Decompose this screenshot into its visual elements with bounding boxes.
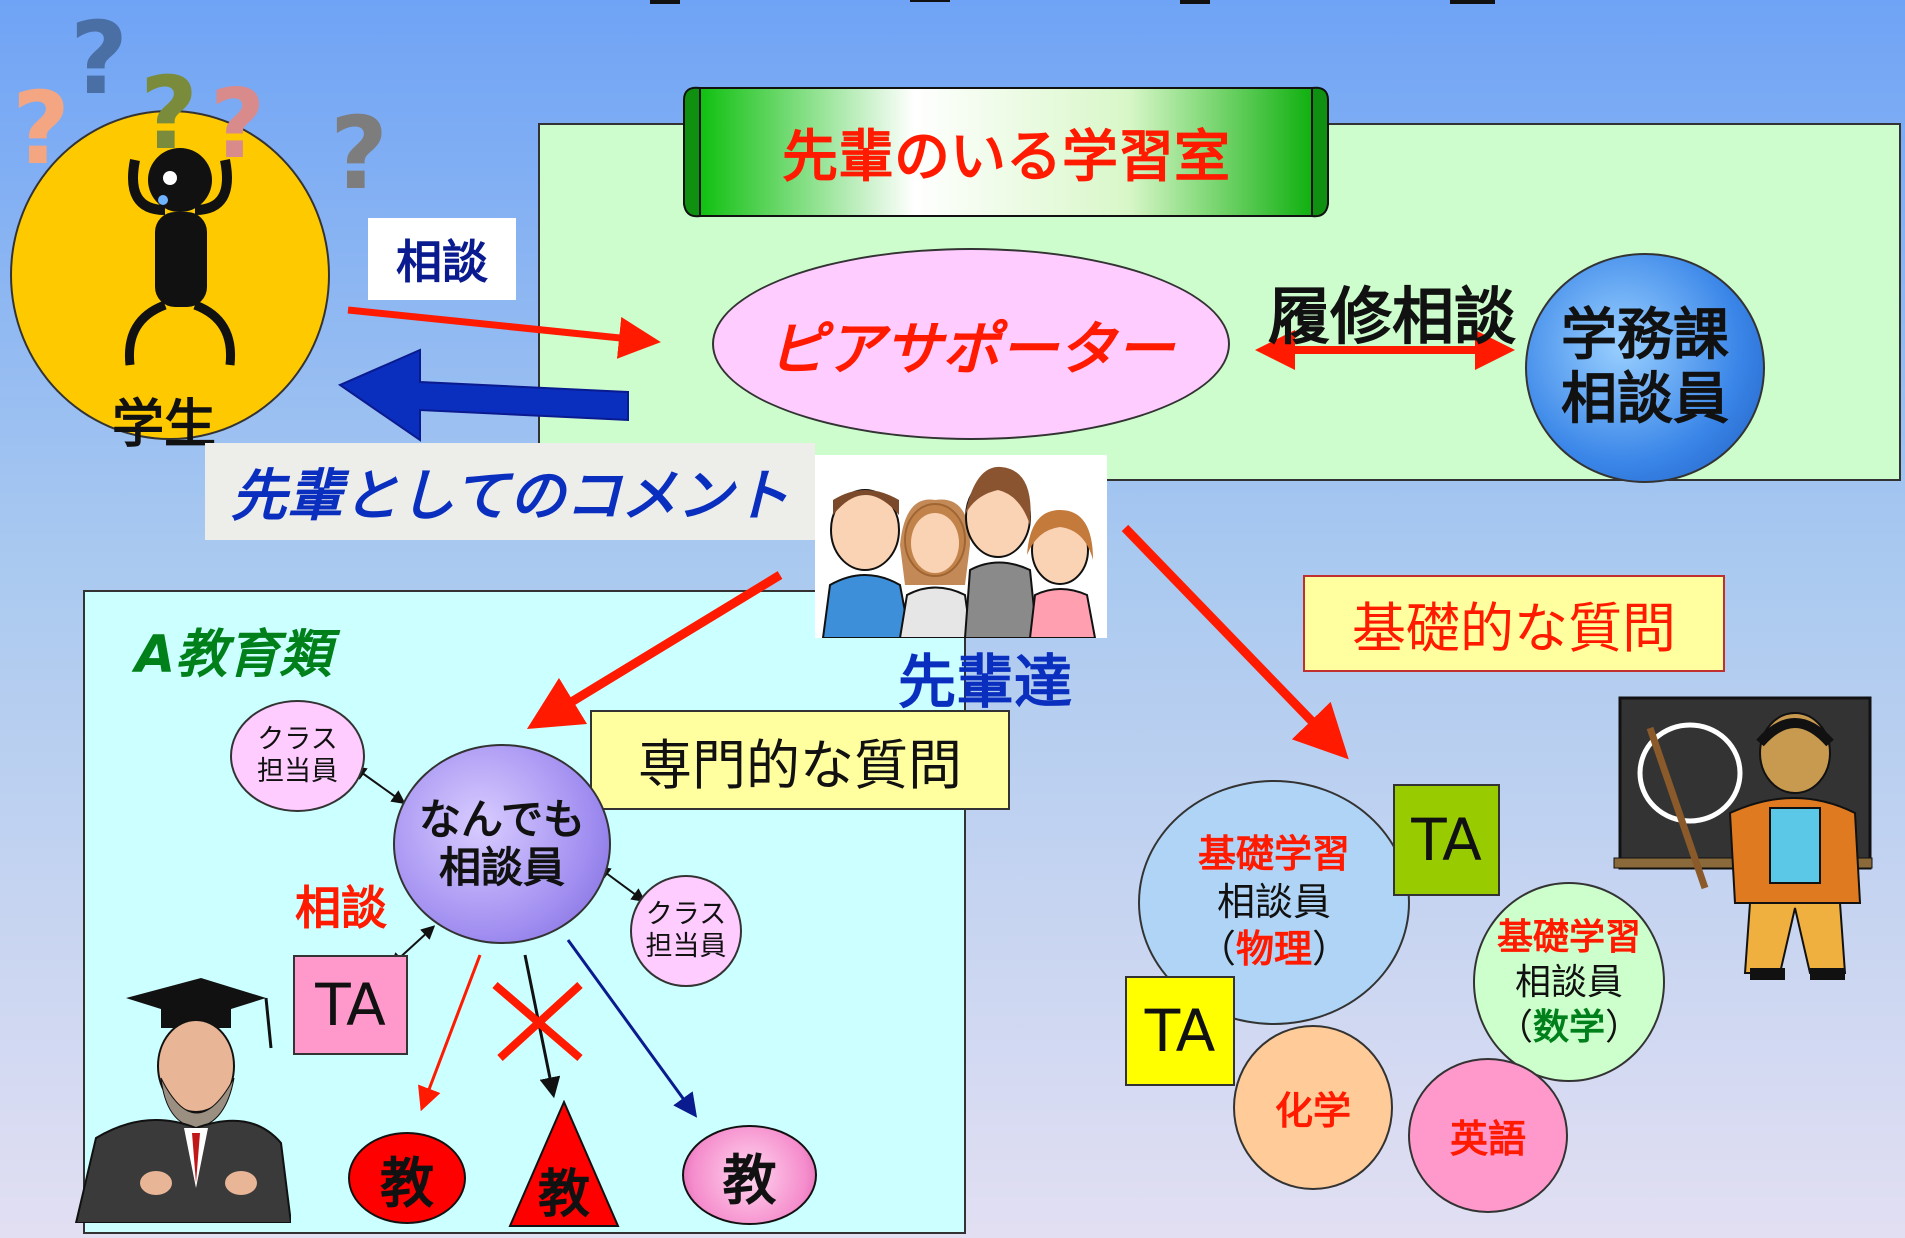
specialized-question-label: 専門的な質問 [590,710,1010,810]
education-consult-label: 相談 [295,881,387,935]
physics-open-paren: （ [1197,927,1236,972]
class-teacher-2-line2: 担当員 [645,931,727,962]
affairs-counselor-line2: 相談員 [1561,367,1729,432]
peer-supporter-label: ピアサポーター [767,315,1174,383]
anything-counselor-line1: なんでも [419,794,585,844]
class-teacher-1-line2: 担当員 [257,756,338,787]
basic-question-label: 基礎的な質問 [1303,575,1725,672]
teacher-red-triangle: 教 [508,1100,620,1228]
physics-line1: 基礎学習 [1197,832,1350,877]
teacher-triangle-label: 教 [537,1164,590,1225]
teacher-red-ellipse: 教 [348,1132,466,1224]
anything-counselor-line2: 相談員 [438,843,565,892]
physics-close-paren: ） [1312,927,1351,972]
study-room-banner: 先輩のいる学習室 [682,80,1330,220]
seniors-illustration-icon [815,455,1107,638]
consult-label: 相談 [368,218,516,300]
math-close-paren: ） [1605,1006,1642,1048]
math-open-paren: （ [1496,1006,1533,1048]
class-teacher-2-line1: クラス [645,898,727,930]
chemistry-sphere: 化学 [1233,1025,1393,1190]
professor-illustration-icon [74,978,291,1223]
affairs-counselor-line1: 学務課 [1561,302,1729,368]
anything-counselor-sphere: なんでも 相談員 [393,744,611,944]
education-group-title: A教育類 [135,625,332,685]
affairs-counselor-sphere: 学務課 相談員 [1525,253,1765,483]
math-line1: 基礎学習 [1496,916,1641,958]
physics-subject: 物理 [1235,927,1312,972]
math-subject: 数学 [1532,1006,1605,1048]
peer-supporter-ellipse: ピアサポーター [712,248,1230,440]
title-remnant [390,0,1540,10]
class-teacher-bubble-1: クラス 担当員 [230,700,365,812]
teacher-blackboard-icon [1613,696,1873,980]
english-sphere: 英語 [1408,1058,1568,1213]
education-ta-badge: TA [293,955,408,1055]
teacher-pink-ellipse: 教 [682,1125,817,1225]
math-counselor-sphere: 基礎学習 相談員 （数学） [1473,882,1665,1082]
ta-yellow-badge: TA [1125,976,1235,1086]
class-teacher-1-line1: クラス [257,723,338,755]
student-label: 学生 [112,395,217,455]
study-room-title: 先輩のいる学習室 [782,124,1230,190]
class-teacher-bubble-2: クラス 担当員 [630,875,742,987]
math-line2: 相談員 [1514,961,1623,1003]
worried-person-icon [124,148,236,366]
comment-label: 先輩としてのコメント [205,443,815,540]
to-basic-arrow [1121,524,1349,760]
seniors-label: 先輩達 [898,648,1073,716]
ta-green-badge: TA [1393,784,1500,896]
course-consult-label: 履修相談 [1268,280,1517,353]
physics-line2: 相談員 [1216,879,1331,924]
